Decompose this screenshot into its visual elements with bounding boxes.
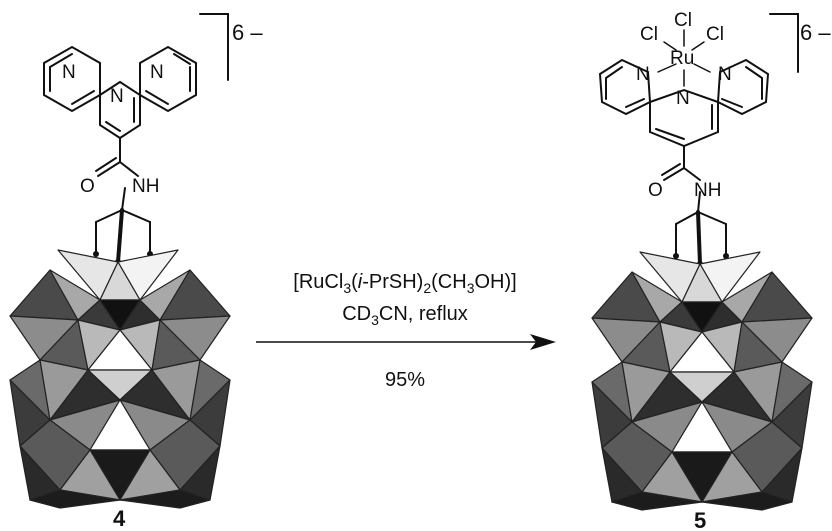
charge-bracket-4: 6 – [199, 13, 263, 81]
charge-label: 6 – [800, 20, 831, 45]
chlorine-atom: Cl [640, 24, 658, 45]
terpyridine-ligand-4: N N N O NH [43, 45, 197, 211]
nitrogen-atom: N [676, 88, 690, 109]
nitrogen-atom: N [636, 64, 650, 85]
oxygen-atom: O [80, 176, 95, 197]
tripodal-linker-5 [673, 210, 729, 267]
chlorine-atom: Cl [674, 10, 692, 31]
nitrogen-atom: N [718, 64, 732, 85]
oxygen-atom: O [648, 180, 663, 201]
amide-nh: NH [132, 176, 159, 197]
amide-nh: NH [694, 180, 721, 201]
reactant-label: 4 [113, 506, 126, 531]
nitrogen-atom: N [150, 62, 164, 83]
reaction-conditions: [RuCl3(i-PrSH)2(CH3OH)] CD3CN, reflux 95… [293, 271, 516, 391]
nitrogen-atom: N [62, 62, 76, 83]
polyoxometalate-cluster-5 [591, 251, 813, 511]
product-5: N N N Ru Cl Cl Cl O NH 6 – [591, 10, 831, 531]
charge-label: 6 – [232, 20, 263, 45]
solvent-conditions: CD3CN, reflux [342, 303, 468, 328]
nitrogen-atom: N [110, 86, 124, 107]
product-label: 5 [694, 508, 706, 531]
polyoxometalate-cluster-4 [9, 249, 231, 509]
ruthenium-atom: Ru [670, 48, 694, 69]
reactant-4: N N N O NH 6 – [9, 13, 263, 531]
reaction-yield: 95% [385, 369, 425, 391]
chlorine-atom: Cl [706, 24, 724, 45]
charge-bracket-5: 6 – [769, 13, 831, 73]
reaction-arrow [256, 334, 556, 350]
reagent-formula: [RuCl3(i-PrSH)2(CH3OH)] [293, 271, 516, 296]
terpyridine-ligand-5: N N N Ru Cl Cl Cl O NH [598, 10, 770, 213]
